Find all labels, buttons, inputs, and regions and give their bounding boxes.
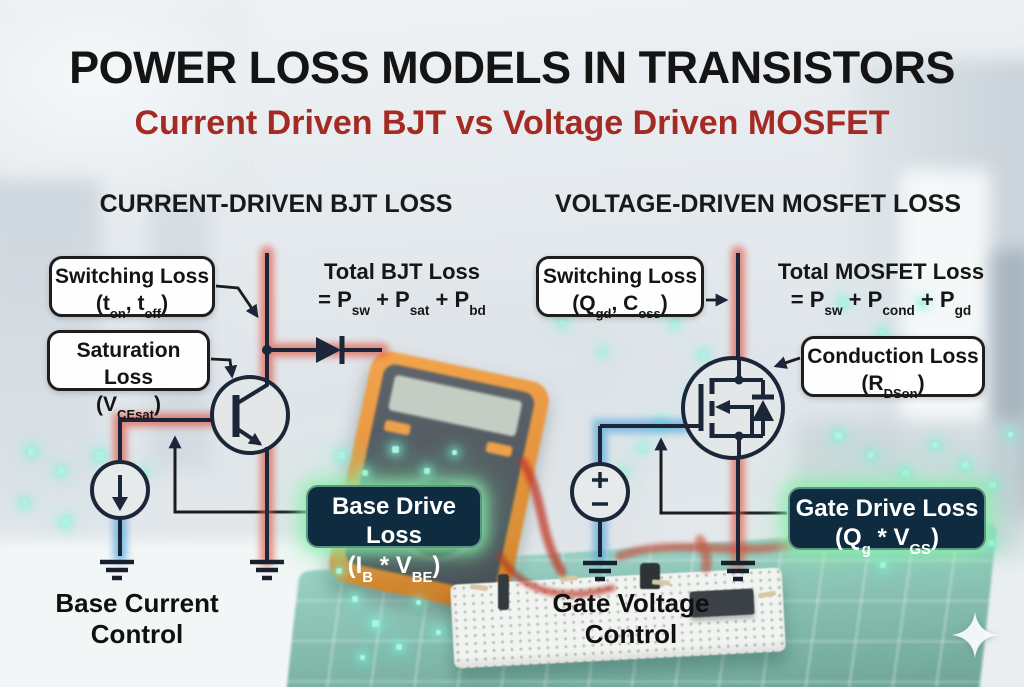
sparkle-icon <box>952 612 998 658</box>
junction-dot <box>262 345 272 355</box>
probe-connector-image <box>498 574 509 610</box>
total-title: Total MOSFET Loss <box>777 259 985 284</box>
page-title: POWER LOSS MODELS IN TRANSISTORS <box>69 42 955 93</box>
box-title: Switching Loss <box>542 265 697 288</box>
bjt-column-heading: CURRENT-DRIVEN BJT LOSS <box>99 190 453 218</box>
bjt-base-drive-loss-box: Base Drive Loss (IB * VBE) <box>306 485 482 585</box>
ground-symbol <box>721 560 755 582</box>
total-formula: = Psw + Psat + Pbd <box>318 286 486 318</box>
mosfet-conduction-loss-box: Conduction Loss (RDSon) <box>801 336 985 401</box>
bjt-saturation-loss-box: Saturation Loss (VCEsat) <box>47 330 210 421</box>
box-title: Base Drive Loss <box>331 493 457 550</box>
box-formula: (Qg * VGS) <box>835 524 939 559</box>
box-formula: (RDSon) <box>861 371 925 401</box>
voltage-source-symbol <box>570 462 630 522</box>
total-title: Total BJT Loss <box>323 259 481 284</box>
box-formula: (IB * VBE) <box>347 551 441 586</box>
mosfet-symbol <box>600 356 785 460</box>
ground-symbol <box>100 559 134 581</box>
body-diode-symbol <box>752 380 774 436</box>
box-title: Conduction Loss <box>807 345 979 368</box>
mosfet-gate-drive-loss-box: Gate Drive Loss (Qg * VGS) <box>788 487 986 559</box>
mosfet-total-loss: Total MOSFET Loss = Psw + Pcond + Pgd <box>768 258 994 318</box>
base-current-control-label: Base Current Control <box>55 588 219 650</box>
mosfet-switching-loss-box: Switching Loss (Qgd, Coss) <box>536 256 704 321</box>
page-subtitle: Current Driven BJT vs Voltage Driven MOS… <box>134 104 890 142</box>
saturation-loss-pointer-arrow <box>210 357 238 379</box>
bjt-total-loss: Total BJT Loss = Psw + Psat + Pbd <box>302 258 502 318</box>
box-title: Gate Drive Loss <box>795 495 979 522</box>
mosfet-column-heading: VOLTAGE-DRIVEN MOSFET LOSS <box>554 190 962 218</box>
diode-symbol <box>316 336 345 364</box>
box-formula: (ton, toff) <box>95 291 169 321</box>
bjt-symbol <box>210 372 290 462</box>
conduction-loss-pointer-arrow <box>773 356 801 369</box>
box-title: Switching Loss <box>54 265 209 288</box>
box-formula: (Qgd, Coss) <box>572 291 668 321</box>
bjt-switching-loss-box: Switching Loss (ton, toff) <box>49 256 215 321</box>
total-formula: = Psw + Pcond + Pgd <box>790 286 972 318</box>
box-formula: (VCEsat) <box>96 392 161 422</box>
gate-voltage-control-label: Gate Voltage Control <box>552 588 710 650</box>
box-title: Saturation Loss <box>76 339 181 389</box>
switching-loss-pointer-arrow <box>215 284 259 319</box>
current-source-symbol <box>90 460 150 520</box>
